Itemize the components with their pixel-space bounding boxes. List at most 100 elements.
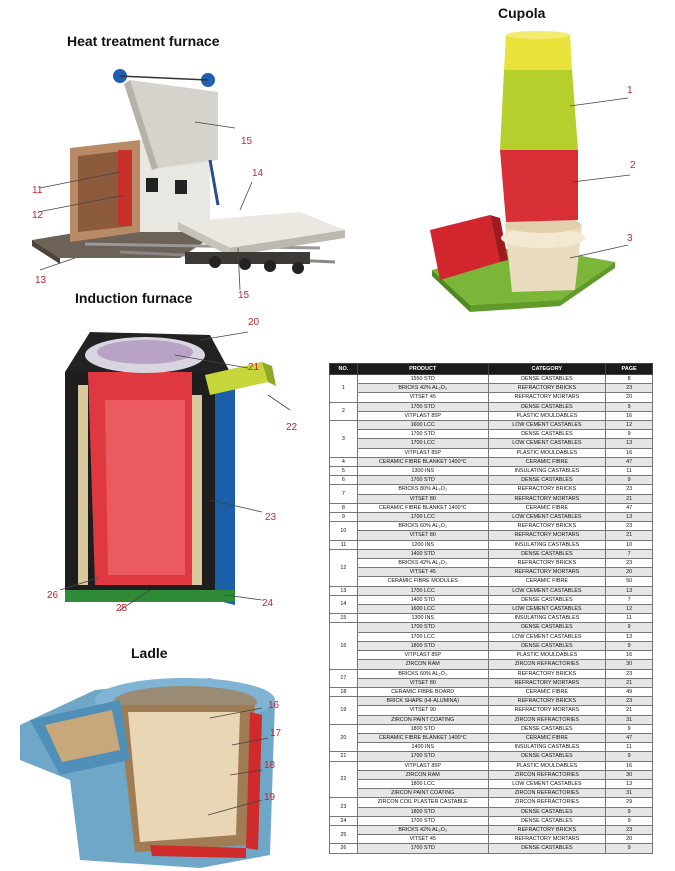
cell-category: REFRACTORY BRICKS bbox=[487, 696, 607, 707]
heat-treatment-title: Heat treatment furnace bbox=[67, 33, 220, 49]
cell-page: 21 bbox=[605, 493, 653, 504]
cell-product: VITPLAST 85P bbox=[356, 410, 489, 422]
cell-no: 21 bbox=[329, 751, 358, 762]
cell-product: 1700 STD bbox=[356, 401, 489, 412]
cell-category: CERAMIC FIBRE bbox=[487, 576, 607, 587]
cell-product: VITSET 45 bbox=[356, 392, 489, 403]
cell-category: LOW CEMENT CASTABLES bbox=[487, 604, 607, 615]
header-no: NO. bbox=[329, 363, 358, 375]
cell-category: INSULATING CASTABLES bbox=[487, 466, 607, 477]
cell-page: 47 bbox=[605, 456, 653, 468]
cell-no: 1 bbox=[329, 374, 358, 403]
cell-page: 20 bbox=[605, 567, 653, 578]
cell-page: 10 bbox=[605, 539, 653, 550]
cell-category: INSULATING CASTABLES bbox=[487, 539, 607, 550]
induction-title: Induction furnace bbox=[75, 290, 193, 306]
cell-product: BRICKS 42% AL₂O₃ bbox=[356, 824, 489, 836]
cell-category: LOW CEMENT CASTABLES bbox=[487, 631, 607, 642]
cell-page: 49 bbox=[605, 686, 653, 698]
cell-product: CERAMIC FIBRE BLANKET 1400°C bbox=[356, 456, 489, 468]
cell-page: 9 bbox=[605, 815, 653, 826]
cell-page: 16 bbox=[605, 447, 653, 458]
callout-1: 1 bbox=[627, 85, 633, 96]
cell-no: 14 bbox=[329, 594, 358, 615]
callout-14: 14 bbox=[252, 168, 264, 179]
cell-no: 13 bbox=[329, 585, 358, 596]
cell-product: ZIRCON RAM bbox=[356, 769, 489, 780]
callout-2: 2 bbox=[630, 160, 636, 171]
cell-category: REFRACTORY MORTARS bbox=[487, 493, 607, 504]
cell-product: 1800 STD bbox=[356, 723, 489, 734]
cell-no: 7 bbox=[329, 484, 358, 504]
cell-page: 9 bbox=[605, 723, 653, 734]
cell-category: PLASTIC MOULDABLES bbox=[487, 447, 607, 458]
cell-product: VITSET 80 bbox=[356, 493, 489, 504]
cell-page: 31 bbox=[605, 788, 653, 799]
callout-11: 11 bbox=[32, 185, 43, 196]
cell-product: 1300 INS bbox=[356, 613, 489, 624]
cell-product: 1700 LCC bbox=[356, 512, 489, 523]
cell-no: 26 bbox=[329, 843, 358, 854]
cell-product: 1600 LCC bbox=[356, 604, 489, 615]
cell-category: DENSE CASTABLES bbox=[487, 806, 607, 817]
cell-product: 1550 STD bbox=[356, 373, 489, 385]
cell-page: 12 bbox=[605, 420, 653, 431]
cell-no: 17 bbox=[329, 668, 358, 688]
cell-no: 10 bbox=[329, 521, 358, 541]
cell-page: 16 bbox=[605, 410, 653, 422]
cell-product: 1700 LCC bbox=[356, 631, 489, 642]
cell-page: 21 bbox=[605, 677, 653, 688]
cell-page: 31 bbox=[605, 714, 653, 725]
cell-category: DENSE CASTABLES bbox=[487, 640, 607, 652]
cell-product: VITPLAST 85P bbox=[356, 447, 489, 458]
cell-page: 13 bbox=[605, 631, 653, 642]
cell-product: 1400 STD bbox=[356, 594, 489, 606]
cell-product: VITSET 45 bbox=[356, 834, 489, 845]
cell-category: LOW CEMENT CASTABLES bbox=[487, 585, 607, 596]
cell-page: 47 bbox=[605, 502, 653, 514]
cell-product: BRICKS 80% AL₂O₃ bbox=[356, 484, 489, 495]
cell-page: 47 bbox=[605, 732, 653, 744]
cell-product: BRICK SHAPE (HI-ALUMINA) bbox=[356, 696, 489, 707]
cell-page: 9 bbox=[605, 640, 653, 652]
cell-page: 13 bbox=[605, 778, 653, 790]
cell-category: CERAMIC FIBRE bbox=[487, 732, 607, 744]
cell-page: 16 bbox=[605, 760, 653, 771]
cell-no: 9 bbox=[329, 512, 358, 523]
cell-category: PLASTIC MOULDABLES bbox=[487, 410, 607, 422]
cell-no: 5 bbox=[329, 466, 358, 477]
cell-no: 8 bbox=[329, 502, 358, 514]
cell-category: DENSE CASTABLES bbox=[487, 723, 607, 734]
cell-page: 23 bbox=[605, 383, 653, 394]
cell-product: CERAMIC FIBRE BLANKET 1400°C bbox=[356, 502, 489, 514]
cell-category: REFRACTORY BRICKS bbox=[487, 824, 607, 836]
cell-category: ZIRCON REFRACTORIES bbox=[487, 714, 607, 725]
header-category: CATEGORY bbox=[487, 363, 607, 375]
cell-product: 1800 LCC bbox=[356, 778, 489, 790]
cell-product: BRICKS 42% AL₂O₃ bbox=[356, 558, 489, 569]
cell-category: LOW CEMENT CASTABLES bbox=[487, 778, 607, 790]
